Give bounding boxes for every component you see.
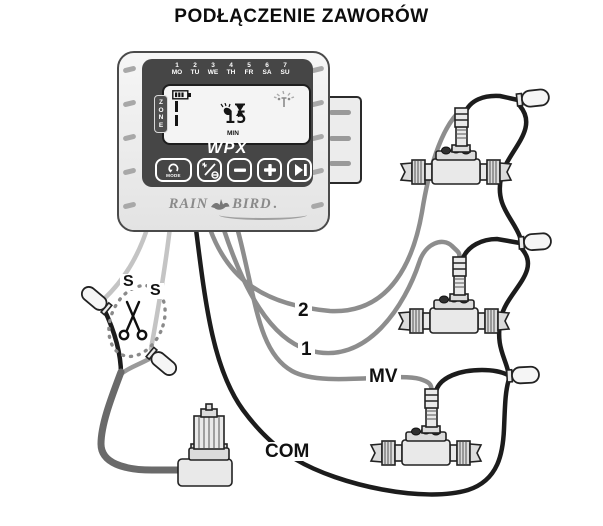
hourglass-icon <box>235 103 245 116</box>
run-status-icons <box>220 103 245 116</box>
sprinkler-spray-icon <box>273 90 295 107</box>
watering-hand-icon <box>220 103 232 116</box>
zone-letter: O <box>158 106 164 114</box>
valve-3-master <box>370 388 482 466</box>
screw-slot <box>122 167 137 176</box>
valve3-common-lead <box>433 367 511 394</box>
sensor-gray-lead <box>118 356 152 377</box>
zone-letter: N <box>158 114 164 121</box>
wire-common <box>193 226 512 497</box>
grip-line <box>329 136 351 141</box>
mode-button: MODE <box>155 158 192 182</box>
day-abbr: SA <box>262 69 272 76</box>
grip-line <box>329 161 351 166</box>
model-name: WPX <box>207 140 248 157</box>
sensor-cable <box>97 368 183 474</box>
sensor-black-lead <box>101 306 124 377</box>
cut-here-ellipse <box>107 283 167 359</box>
day-abbr: WE <box>207 69 219 76</box>
rain-sensor <box>177 403 233 487</box>
day-abbr: SU <box>280 69 290 76</box>
rainbird-bird-icon <box>211 199 230 210</box>
zone-letter: E <box>158 121 164 129</box>
manual-start-icon <box>294 164 307 176</box>
battery-icon <box>172 90 191 100</box>
wire-zone-1 <box>221 227 462 356</box>
mode-cycle-icon <box>168 163 179 173</box>
rainbird-logo: RAIN BIRD . <box>119 196 328 213</box>
day-number: 1 <box>175 62 179 69</box>
wire-master-valve <box>235 228 434 393</box>
wire-nut-connector-middle <box>517 231 553 252</box>
duration-unit: MIN <box>227 130 239 137</box>
day-number: 6 <box>265 62 269 69</box>
crimp-connector-right <box>145 346 178 376</box>
lcd-display: 15 MIN <box>162 84 311 145</box>
start-stop-icon <box>201 162 219 179</box>
plus-icon <box>263 164 276 176</box>
day-abbr: TH <box>226 69 236 76</box>
day-number: 4 <box>229 62 233 69</box>
day-number: 2 <box>193 62 197 69</box>
zone-indicator-ticks <box>175 101 178 129</box>
grip-line <box>329 110 351 115</box>
minus-button <box>227 158 252 182</box>
mode-button-label: MODE <box>166 172 181 178</box>
start-stop-button <box>197 158 222 182</box>
label-common: COM <box>262 442 313 461</box>
screw-slot <box>122 65 137 74</box>
day-number: 3 <box>211 62 215 69</box>
logo-word-bird: BIRD <box>232 196 272 212</box>
manual-start-button <box>287 158 312 182</box>
screw-slot <box>122 99 137 108</box>
day-abbr: TU <box>190 69 200 76</box>
zone-tab: Z O N E <box>154 95 168 133</box>
day-abbr: FR <box>244 69 254 76</box>
logo-period: . <box>273 196 279 212</box>
common-chain-bottom <box>496 246 531 374</box>
screw-slot <box>122 133 137 142</box>
label-zone-2: 2 <box>295 301 312 320</box>
valve2-common-lead <box>460 236 523 261</box>
valve-1 <box>400 107 512 185</box>
label-sensor-s2: S <box>147 283 164 299</box>
wire-nut-connector-bottom <box>505 365 541 385</box>
crimp-connector-left <box>80 286 113 316</box>
wire-nut-connector-top <box>515 87 551 109</box>
zone-letter: Z <box>159 99 163 106</box>
day-abbr: MO <box>171 69 183 76</box>
plus-button <box>257 158 282 182</box>
duration-value: 15 <box>225 108 248 128</box>
label-zone-1: 1 <box>298 340 315 359</box>
day-number: 7 <box>283 62 287 69</box>
page-title: PODŁĄCZENIE ZAWORÓW <box>174 6 429 27</box>
scissors-icon <box>118 300 148 341</box>
logo-word-rain: RAIN <box>168 196 209 212</box>
wire-sensor-s1 <box>101 223 151 302</box>
logo-underline-swoosh <box>219 210 307 220</box>
valve1-common-lead <box>462 93 521 116</box>
label-master-valve: MV <box>366 367 401 386</box>
label-sensor-s1: S <box>120 274 137 290</box>
day-number: 5 <box>247 62 251 69</box>
minus-icon <box>233 168 246 172</box>
button-row: MODE <box>155 158 312 182</box>
